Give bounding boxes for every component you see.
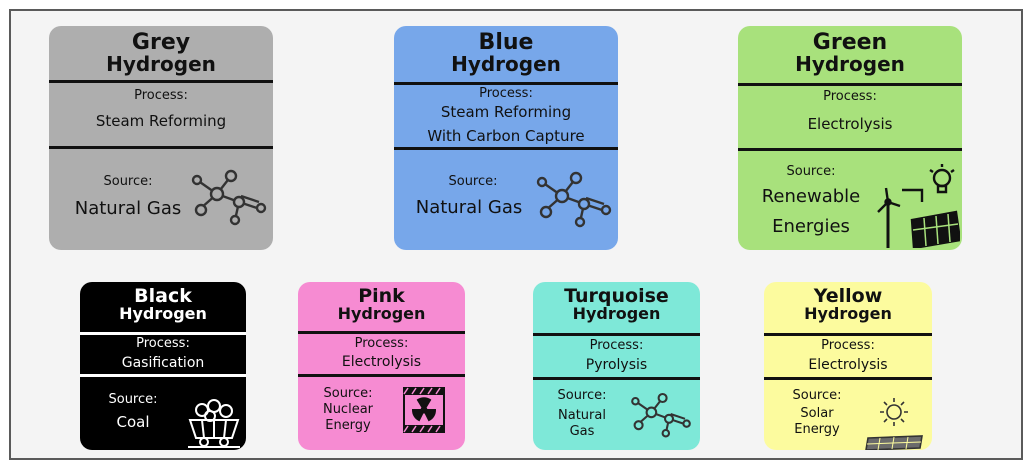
source-value: Natural Gas <box>558 408 606 439</box>
renewable-energy-icon <box>872 162 960 248</box>
divider <box>49 146 273 149</box>
process-label: Process: <box>589 338 644 353</box>
card-hydrogen-word: Hydrogen <box>572 304 661 323</box>
source-value: Nuclear Energy <box>322 402 374 433</box>
source-value: Renewable Energies <box>761 186 861 237</box>
card-color-name: Pink <box>358 285 405 307</box>
card-hydrogen-word: Hydrogen <box>804 304 892 323</box>
source-label: Source: <box>792 388 842 403</box>
process-label: Process: <box>823 89 877 104</box>
divider <box>298 374 465 377</box>
card-blue-hydrogen: Blue Hydrogen Process: Steam Reforming W… <box>394 26 618 250</box>
source-label: Source: <box>786 164 836 179</box>
process-label: Process: <box>479 86 533 101</box>
card-color-name: Black <box>134 285 192 307</box>
card-turquoise-hydrogen: Turquoise Hydrogen Process: Pyrolysis So… <box>533 282 700 450</box>
card-yellow-hydrogen: Yellow Hydrogen Process: Electrolysis So… <box>764 282 932 450</box>
divider <box>80 374 246 377</box>
process-label: Process: <box>134 88 188 103</box>
card-hydrogen-word: Hydrogen <box>119 304 207 323</box>
card-title: Blue Hydrogen <box>394 30 618 76</box>
card-black-hydrogen: Black Hydrogen Process: Gasification Sou… <box>80 282 246 450</box>
molecule-icon <box>534 168 614 228</box>
source-value: Solar Energy <box>794 406 840 437</box>
divider <box>738 148 962 151</box>
divider <box>80 332 246 335</box>
process-value: Steam Reforming <box>95 112 227 130</box>
card-title: Black Hydrogen <box>80 287 246 322</box>
process-label: Process: <box>821 338 875 353</box>
process-value: Electrolysis <box>808 357 888 373</box>
divider <box>394 82 618 85</box>
process-value: Steam Reforming With Carbon Capture <box>427 103 585 145</box>
divider <box>298 331 465 334</box>
source-label: Source: <box>323 386 373 401</box>
card-title: Green Hydrogen <box>738 30 962 76</box>
radiation-icon <box>402 386 446 434</box>
card-grey-hydrogen: Grey Hydrogen Process: Steam Reforming S… <box>49 26 273 250</box>
card-title: Yellow Hydrogen <box>764 287 932 322</box>
card-hydrogen-word: Hydrogen <box>337 304 426 323</box>
card-pink-hydrogen: Pink Hydrogen Process: Electrolysis Sour… <box>298 282 465 450</box>
process-value: Pyrolysis <box>585 357 648 373</box>
source-label: Source: <box>448 174 498 189</box>
divider <box>533 377 700 380</box>
divider <box>738 83 962 86</box>
source-label: Source: <box>103 174 153 189</box>
card-green-hydrogen: Green Hydrogen Process: Electrolysis Sou… <box>738 26 962 250</box>
card-hydrogen-word: Hydrogen <box>451 52 561 76</box>
process-value: Electrolysis <box>807 115 893 133</box>
molecule-icon <box>189 166 269 226</box>
molecule-icon <box>629 390 693 438</box>
divider <box>764 377 932 380</box>
source-value: Coal <box>116 413 150 431</box>
source-value: Natural Gas <box>74 198 182 219</box>
process-label: Process: <box>136 336 190 351</box>
divider <box>49 80 273 83</box>
source-label: Source: <box>557 388 607 403</box>
card-title: Pink Hydrogen <box>298 287 465 322</box>
source-label: Source: <box>108 392 158 407</box>
divider <box>533 333 700 336</box>
solar-icon <box>864 394 926 450</box>
card-color-name: Blue <box>478 30 534 55</box>
process-label: Process: <box>354 336 409 351</box>
card-color-name: Green <box>812 30 888 55</box>
card-hydrogen-word: Hydrogen <box>795 52 905 76</box>
card-hydrogen-word: Hydrogen <box>106 52 216 76</box>
card-title: Grey Hydrogen <box>49 30 273 76</box>
process-value: Gasification <box>121 355 205 371</box>
card-color-name: Yellow <box>813 285 883 307</box>
card-color-name: Turquoise <box>564 285 669 307</box>
coal-cart-icon <box>188 398 240 448</box>
divider <box>764 333 932 336</box>
card-color-name: Grey <box>131 30 191 55</box>
process-value: Electrolysis <box>341 354 422 370</box>
card-title: Turquoise Hydrogen <box>533 287 700 322</box>
divider <box>394 147 618 150</box>
source-value: Natural Gas <box>415 197 523 218</box>
